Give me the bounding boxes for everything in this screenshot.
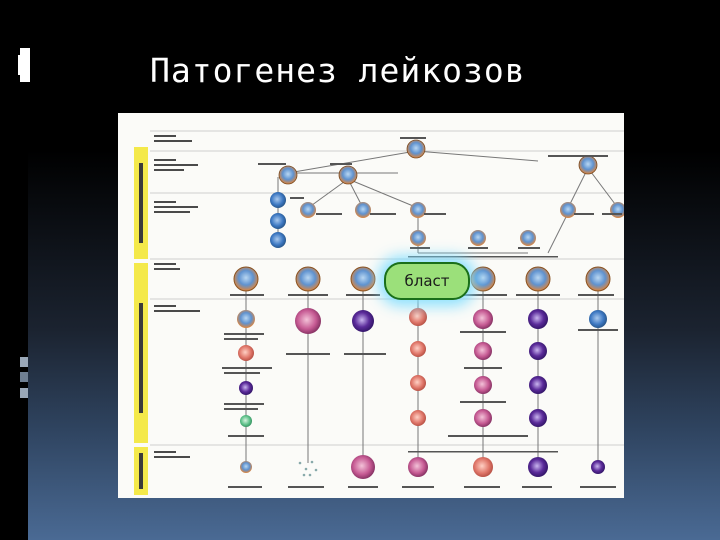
- deco-square-mini: [20, 372, 28, 382]
- page-title: Патогенез лейкозов: [150, 51, 526, 90]
- deco-square-large: [20, 48, 30, 82]
- slide-left-bar: [0, 0, 28, 540]
- deco-square-mini: [20, 388, 28, 398]
- hematopoiesis-diagram: [118, 113, 624, 498]
- blast-highlight-label: бласт: [384, 262, 470, 300]
- deco-square-mini: [20, 357, 28, 367]
- deco-square-small: [18, 55, 23, 75]
- hematopoiesis-scheme-svg: [134, 130, 624, 495]
